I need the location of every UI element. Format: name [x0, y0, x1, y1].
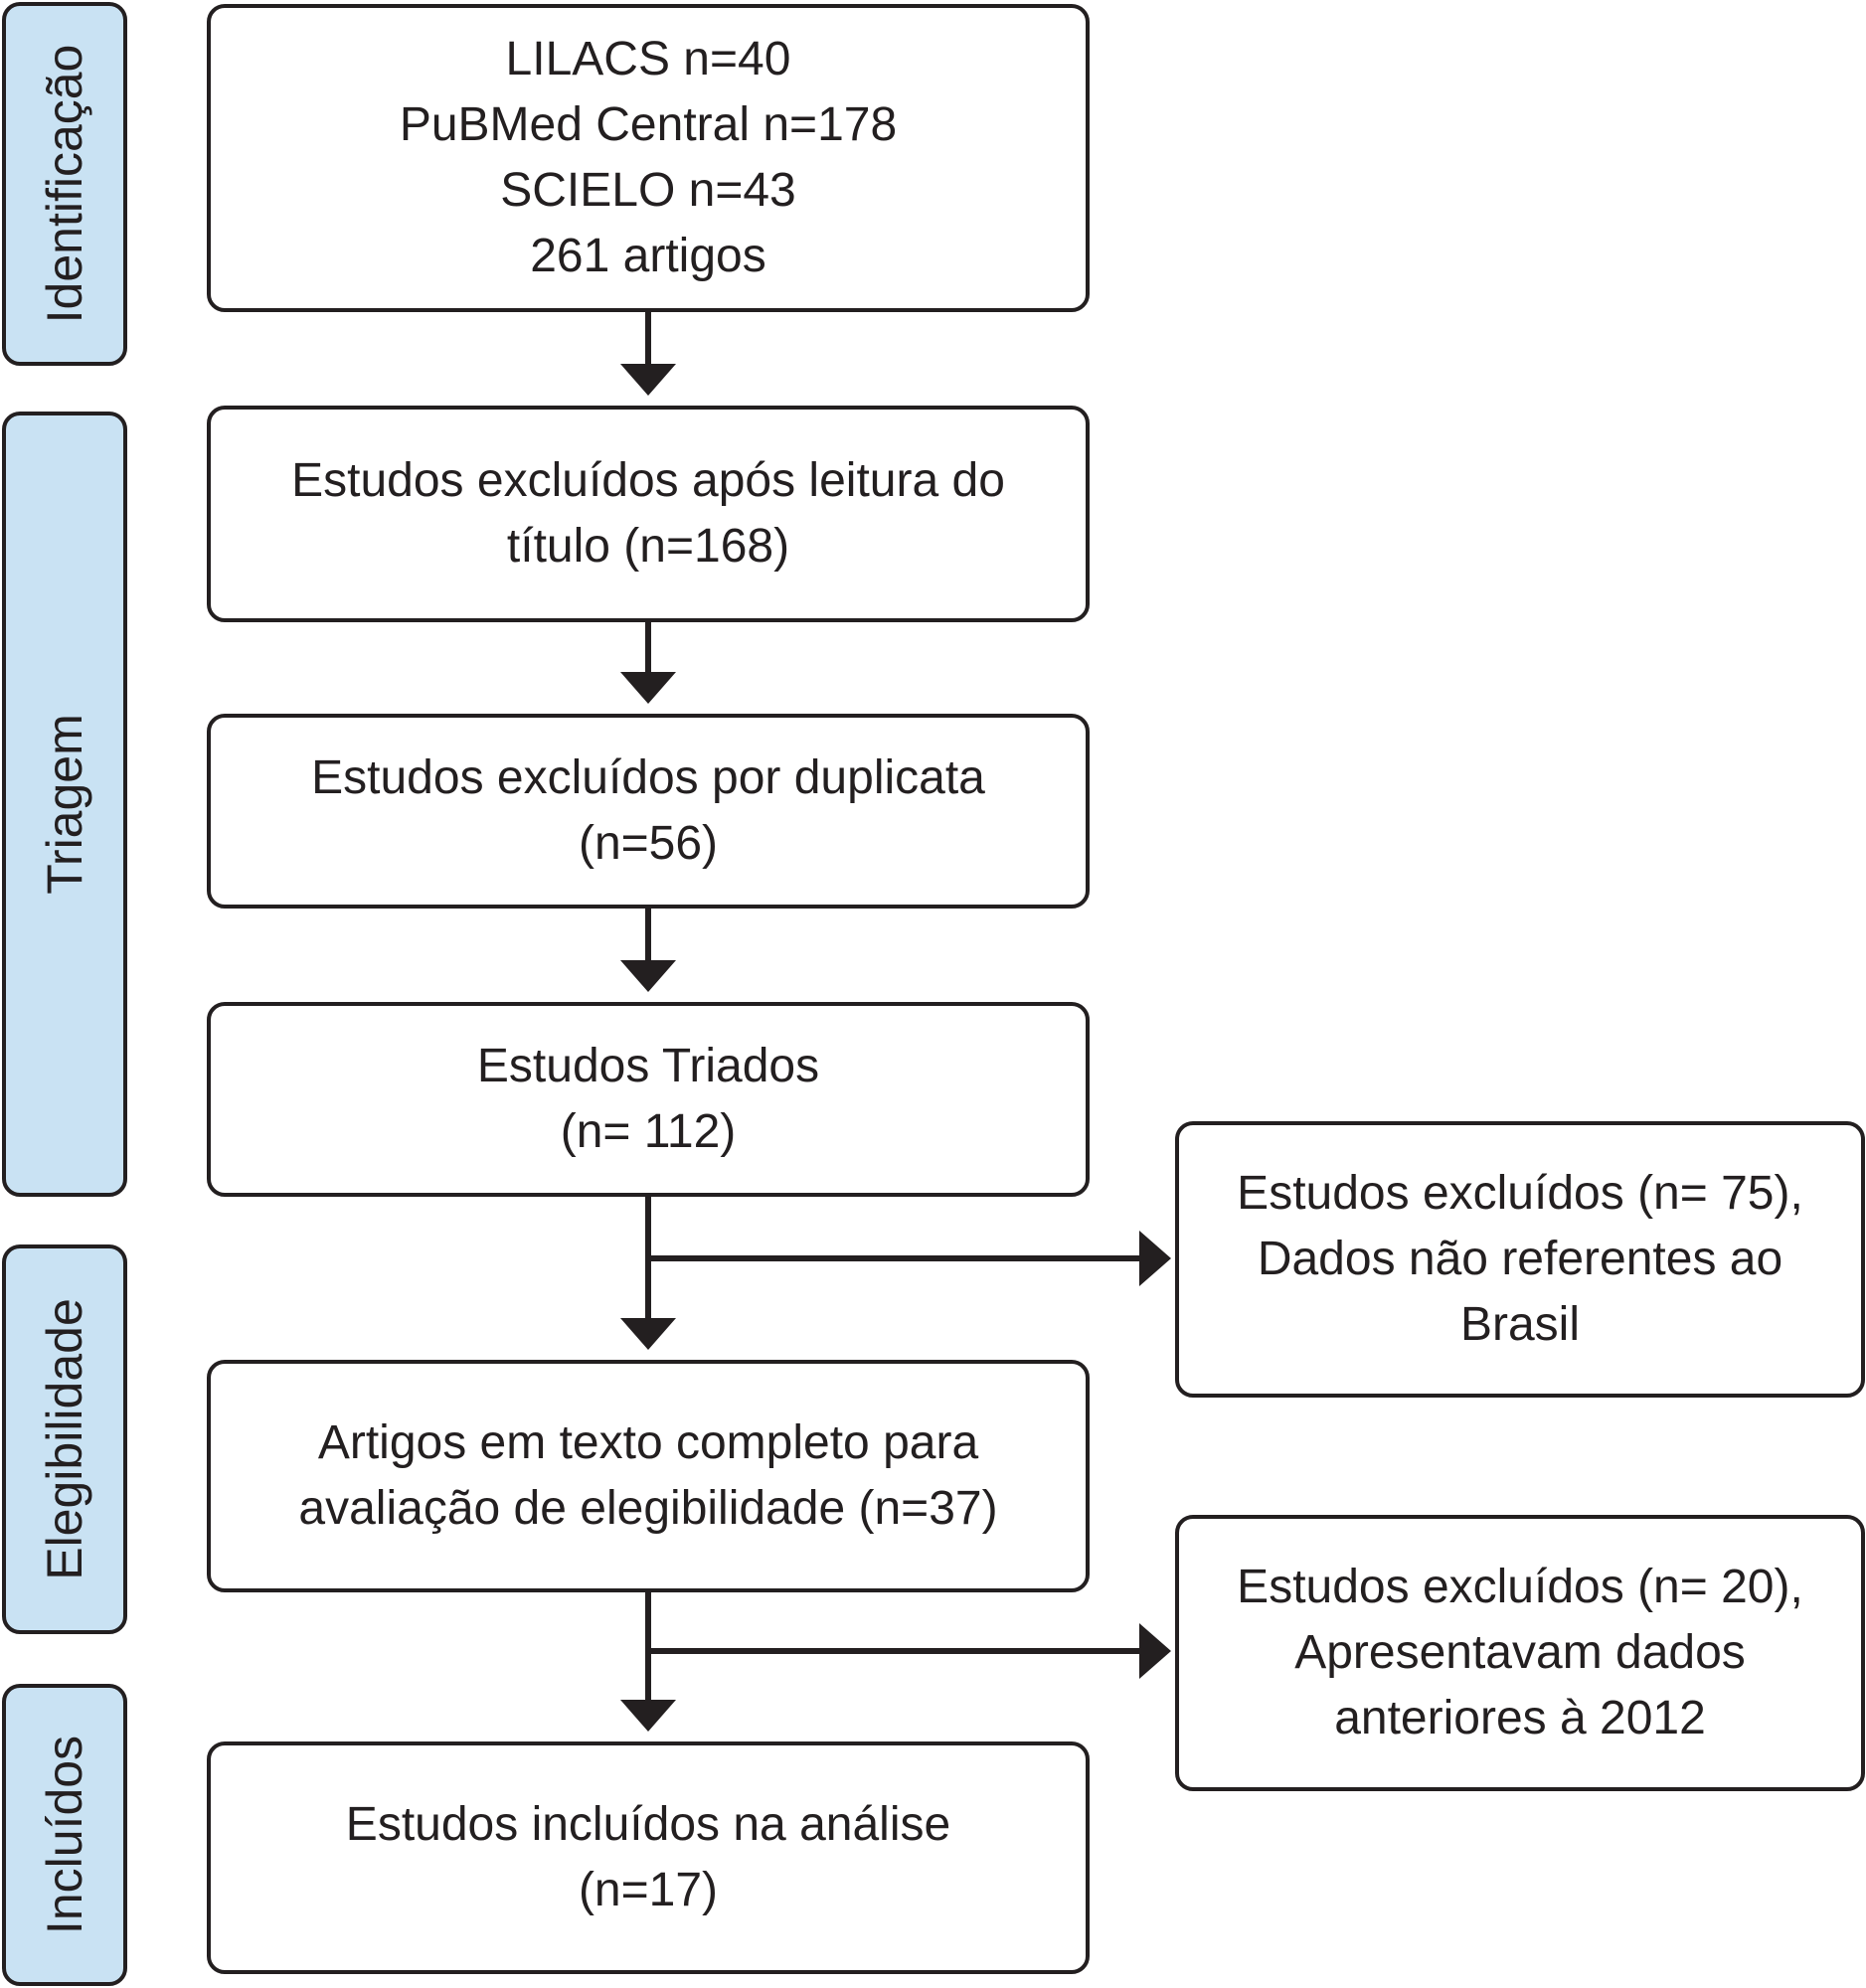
phase-triagem: Triagem — [2, 412, 127, 1197]
duplicate-exclusion-box: Estudos excluídos por duplicata (n=56) — [207, 714, 1090, 909]
full-text-box: Artigos em texto completo para avaliação… — [207, 1360, 1090, 1592]
identification-box: LILACS n=40 PuBMed Central n=178 SCIELO … — [207, 4, 1090, 312]
arrowhead-down-3 — [620, 960, 676, 992]
included-box: Estudos incluídos na análise (n=17) — [207, 1741, 1090, 1974]
title-exclusion-box: Estudos excluídos após leitura do título… — [207, 406, 1090, 622]
arrowhead-right-2 — [1139, 1623, 1171, 1679]
excluded-before-2012-box: Estudos excluídos (n= 20), Apresentavam … — [1175, 1515, 1865, 1791]
arrowhead-down-4 — [620, 1318, 676, 1350]
title-exclusion-text: Estudos excluídos após leitura do título… — [291, 454, 1005, 573]
phase-elegibilidade: Elegibilidade — [2, 1244, 127, 1634]
arrowhead-down-2 — [620, 672, 676, 704]
excluded-not-brazil-box: Estudos excluídos (n= 75), Dados não ref… — [1175, 1121, 1865, 1398]
arrowhead-down-5 — [620, 1700, 676, 1732]
phase-incluidos: Incluídos — [2, 1684, 127, 1986]
included-text: Estudos incluídos na análise (n=17) — [345, 1798, 951, 1916]
arrowhead-down-1 — [620, 364, 676, 396]
excluded-before-2012-text: Estudos excluídos (n= 20), Apresentavam … — [1237, 1561, 1803, 1744]
identification-text: LILACS n=40 PuBMed Central n=178 SCIELO … — [399, 33, 898, 282]
arrowhead-right-1 — [1139, 1231, 1171, 1286]
duplicate-exclusion-text: Estudos excluídos por duplicata (n=56) — [311, 751, 985, 870]
screened-box: Estudos Triados (n= 112) — [207, 1002, 1090, 1197]
screened-text: Estudos Triados (n= 112) — [476, 1040, 820, 1158]
full-text-text: Artigos em texto completo para avaliação… — [298, 1416, 998, 1535]
phase-identificacao: Identificação — [2, 2, 127, 366]
excluded-not-brazil-text: Estudos excluídos (n= 75), Dados não ref… — [1237, 1167, 1803, 1351]
